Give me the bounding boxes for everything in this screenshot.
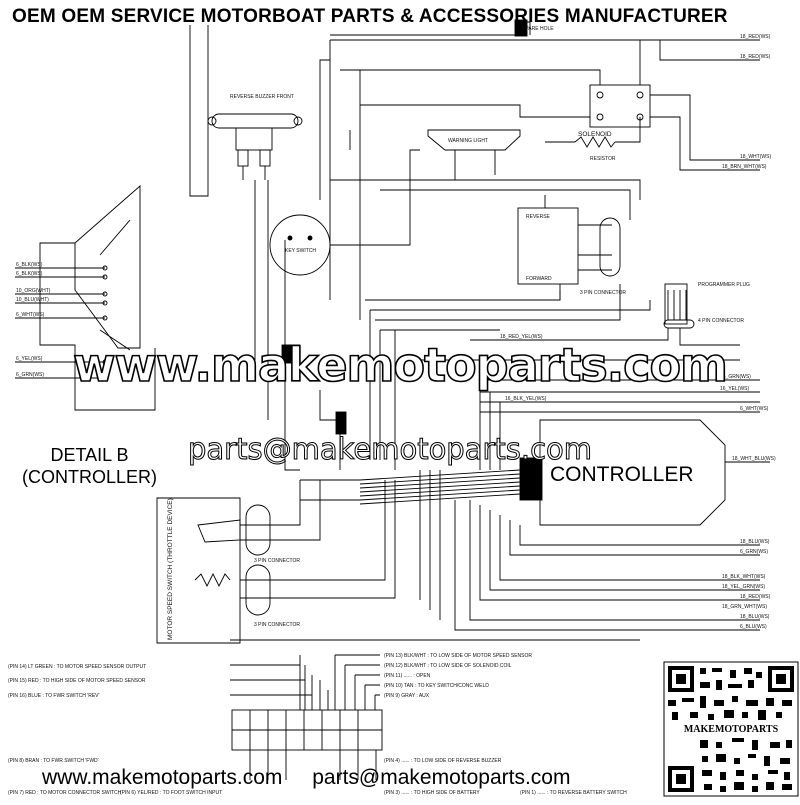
wire-label: 6_BLK(WS) xyxy=(16,262,43,268)
programmer-plug-label: PROGRAMMER PLUG xyxy=(698,282,750,288)
page-title: OEM OEM SERVICE MOTORBOAT PARTS & ACCESS… xyxy=(12,6,728,27)
key-switch-label: KEY SWITCH xyxy=(285,248,316,254)
wire-label: 16_BLK_YEL(WS) xyxy=(505,396,547,402)
reverse-label: REVERSE xyxy=(526,214,551,220)
qr-label: MAKEMOTOPARTS xyxy=(668,724,794,735)
footer: www.makemotoparts.com parts@makemotopart… xyxy=(42,766,594,790)
wire-label: 18_WHT(WS) xyxy=(740,154,771,160)
wire-label: SPARE HOLE xyxy=(522,26,554,32)
forward-label: FORWARD xyxy=(526,276,552,282)
pin-note: (PIN 7) RED : TO MOTOR CONNECTOR SWITCH xyxy=(8,790,122,796)
watermark-email: parts@makemotoparts.com xyxy=(187,432,593,467)
pin-note: (PIN 14) LT GREEN : TO MOTOR SPEED SENSO… xyxy=(8,664,146,670)
wire-label: 6_BLU(WS) xyxy=(740,624,767,630)
solenoid-label: SOLENOID xyxy=(578,131,612,138)
wire-label: 18_RED(WS) xyxy=(740,594,771,600)
wire-label: 6_YEL(WS) xyxy=(16,356,43,362)
wire-label: 18_WHT_BLU(WS) xyxy=(732,456,776,462)
pin-connector-label: 4 PIN CONNECTOR xyxy=(698,318,744,324)
wire-label: 6_BLK(WS) xyxy=(16,271,43,277)
detail-b-label: DETAIL B (CONTROLLER) xyxy=(22,444,157,488)
wire-label: 18_RED_YEL(WS) xyxy=(500,334,543,340)
controller-label: CONTROLLER xyxy=(550,463,694,486)
pin-note: (PIN 3) ...... : TO HIGH SIDE OF BATTERY xyxy=(384,790,480,796)
wire-label: 6_WHT(WS) xyxy=(16,312,45,318)
motor-speed-switch-label: MOTOR SPEED SWITCH (THROTTLE DEVICE) xyxy=(167,498,174,640)
wire-label: 18_BLU(WS) xyxy=(740,539,770,545)
wire-labels-left: 6_BLK(WS) 6_BLK(WS) 10_ORG(WHT) 10_BLU(W… xyxy=(16,262,51,378)
vehicle-outline xyxy=(74,185,141,349)
pin-note: (PIN 6) YEL/RED : TO FOOT SWITCH INPUT xyxy=(120,790,222,796)
wire-label: 10_ORG(WHT) xyxy=(16,288,51,294)
detail-line-1: DETAIL B xyxy=(50,445,129,465)
wire-label: 18_RED(WS) xyxy=(740,34,771,40)
watermark-site: www.makemotoparts.com xyxy=(72,337,729,393)
key-switch xyxy=(269,214,331,276)
footer-site-link[interactable]: www.makemotoparts.com xyxy=(42,766,283,789)
pin-note: (PIN 11) ...... : OPEN xyxy=(384,673,431,679)
pin-note: (PIN 16) BLUE : TO FWR SWITCH 'REV' xyxy=(8,693,100,699)
pin-note: (PIN 15) RED : TO HIGH SIDE OF MOTOR SPE… xyxy=(8,678,146,684)
reverse-buzzer xyxy=(207,113,303,180)
warning-light-label: WARNING LIGHT xyxy=(448,138,488,144)
fr-switch xyxy=(517,207,621,285)
wire-label: 18_BLK_WHT(WS) xyxy=(722,574,766,580)
wire-label: 6_WHT(WS) xyxy=(740,406,769,412)
wire-label: 10_BLU(WHT) xyxy=(16,297,49,303)
connector-b-label: 3 PIN CONNECTOR xyxy=(254,622,300,628)
wire-label: 18_RED(WS) xyxy=(740,54,771,60)
warning-light xyxy=(427,129,521,180)
component-labels: REVERSE BUZZER FRONT WARNING LIGHT SOLEN… xyxy=(167,94,750,640)
wire-label: 6_GRN(WS) xyxy=(740,549,768,555)
detail-line-2: (CONTROLLER) xyxy=(22,467,158,487)
wire-label: 6_GRN(WS) xyxy=(16,372,44,378)
motor-speed-switch xyxy=(156,480,396,644)
pin-note: (PIN 9) GRAY : AUX xyxy=(384,693,430,699)
connector-a-label: 3 PIN CONNECTOR xyxy=(254,558,300,564)
controller-body xyxy=(519,419,770,526)
pin-notes: (PIN 14) LT GREEN : TO MOTOR SPEED SENSO… xyxy=(8,653,627,796)
pin-note: (PIN 13) BLK/WHT : TO LOW SIDE OF MOTOR … xyxy=(384,653,532,659)
resistor-label: RESISTOR xyxy=(590,156,616,162)
bottom-connector xyxy=(230,654,383,780)
pin-note: (PIN 12) BLK/WHT : TO LOW SIDE OF SOLENO… xyxy=(384,663,512,669)
wire-label: 18_BLU(WS) xyxy=(740,614,770,620)
wire-label: 16_YEL(WS) xyxy=(720,386,750,392)
pin-note: (PIN 1) ...... : TO REVERSE BATTERY SWIT… xyxy=(520,790,627,796)
fr-connector-label: 3 PIN CONNECTOR xyxy=(580,290,626,296)
wire-label: 18_BRN_WHT(WS) xyxy=(722,164,767,170)
pin-note: (PIN 4) ...... : TO LOW SIDE OF REVERSE … xyxy=(384,758,502,764)
wire-label: 18_GRN_WHT(WS) xyxy=(722,604,767,610)
pin-note: (PIN 10) TAN : TO KEY SWITCH/CONC WELD xyxy=(384,683,489,689)
wire-label: 16_GRN(WS) xyxy=(720,374,751,380)
pin-note: (PIN 8) BRAN : TO FWR SWITCH 'FWD' xyxy=(8,758,99,764)
wire-label: 18_YEL_GRN(WS) xyxy=(722,584,765,590)
programmer-plug xyxy=(663,283,695,329)
reverse-buzzer-label: REVERSE BUZZER FRONT xyxy=(230,94,294,100)
footer-email-link[interactable]: parts@makemotoparts.com xyxy=(312,766,571,789)
wire-labels-right: SPARE HOLE 18_RED(WS) 18_RED(WS) 18_WHT(… xyxy=(500,26,776,630)
solenoid xyxy=(545,84,651,148)
